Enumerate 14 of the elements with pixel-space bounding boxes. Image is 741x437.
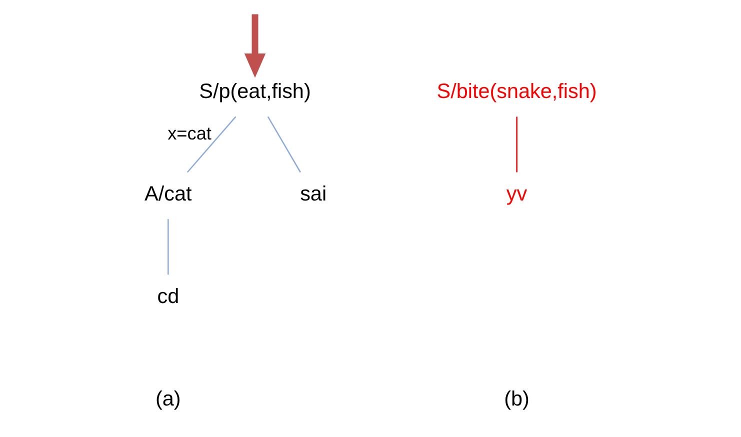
connector (186, 116, 236, 173)
node-text: S/bite(snake,fish) (436, 80, 596, 104)
node-text: sai (300, 182, 326, 206)
connector (266, 116, 300, 173)
edge-label: x=cat (167, 124, 211, 144)
arrow (244, 14, 266, 78)
label: (a) (155, 387, 180, 410)
node-text: A/cat (144, 182, 192, 206)
node-text: cd (156, 284, 179, 308)
connector (516, 116, 517, 172)
node-text: S/p(eat,fish) (198, 80, 310, 104)
node-text: yv (506, 182, 527, 206)
label: (b) (504, 387, 529, 410)
connector (167, 219, 168, 275)
